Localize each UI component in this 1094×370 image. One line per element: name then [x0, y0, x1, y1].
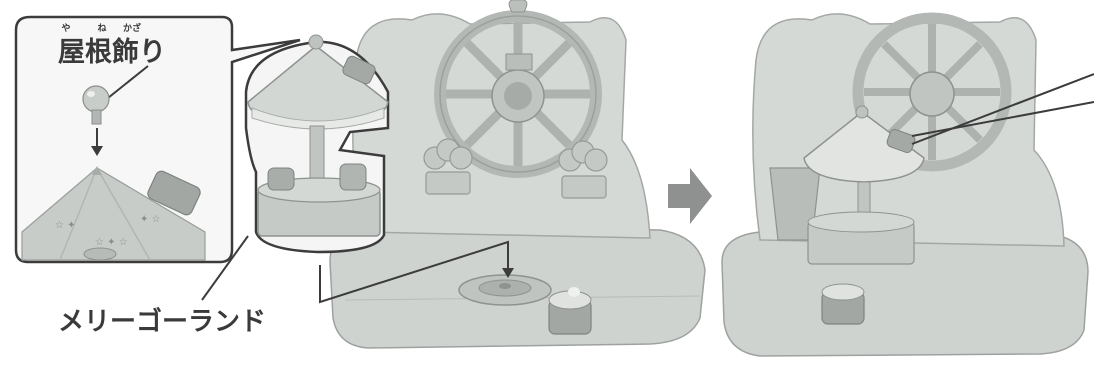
ruby-ya: や [61, 23, 70, 34]
svg-text:✦ ☆: ✦ ☆ [140, 214, 161, 225]
svg-text:☆ ✦ ☆: ☆ ✦ ☆ [95, 237, 128, 248]
svg-text:☆ ✦: ☆ ✦ [55, 220, 76, 231]
pot-figure [549, 287, 591, 334]
ruby-ne: ね [97, 23, 106, 34]
callout-title: 屋根飾り [58, 36, 166, 68]
carousel-socket [459, 275, 551, 305]
arrow-right-icon [668, 168, 712, 224]
ruby-kaza: かざ [123, 22, 141, 34]
playset-assembled [722, 14, 1094, 356]
merry-go-round-label: メリーゴーランド [58, 306, 266, 337]
